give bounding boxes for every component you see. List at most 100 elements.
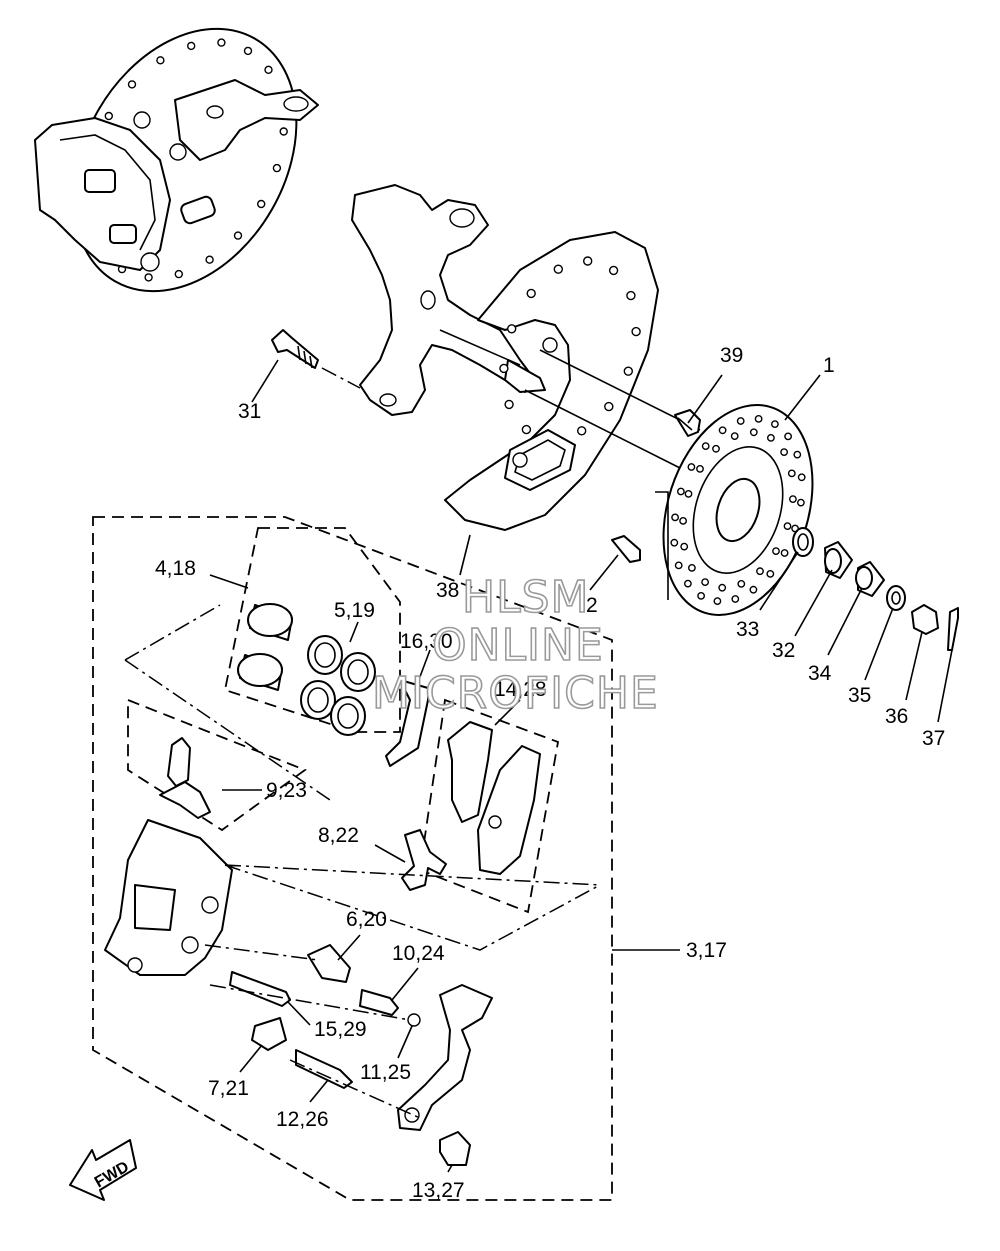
disc-hole <box>771 420 779 428</box>
disc-hole <box>789 495 797 503</box>
disc-hole <box>784 432 792 441</box>
seals <box>300 635 376 736</box>
caliper-assembly-boundary <box>92 516 613 1201</box>
caliper-body <box>104 819 233 976</box>
hub-parts <box>792 527 959 651</box>
disc-hole <box>577 426 587 436</box>
assembled-view <box>34 27 319 293</box>
disc-hole <box>680 542 689 551</box>
disc-hole <box>697 592 705 600</box>
steering-knuckle <box>351 184 546 416</box>
disc-hole <box>205 255 214 264</box>
disc-hole <box>793 450 802 459</box>
disc-hole <box>243 46 253 56</box>
callout-7-21: 7,21 <box>208 1077 249 1100</box>
bolt-39 <box>674 409 701 437</box>
slide-pins <box>229 944 421 1089</box>
disc-hole <box>688 564 696 572</box>
disc-hole <box>749 585 758 594</box>
bolt-2 <box>611 535 641 563</box>
disc-hole <box>780 448 788 456</box>
disc-hole <box>756 567 764 576</box>
assembled-knuckle <box>174 79 319 161</box>
callout-2: 2 <box>586 594 598 617</box>
disc-hole <box>679 517 687 525</box>
disc-hole <box>731 595 740 603</box>
callout-4-18: 4,18 <box>155 557 196 580</box>
disc-hole <box>696 464 704 473</box>
disc-hole <box>186 41 196 51</box>
pad-spring <box>385 679 429 767</box>
disc-guard <box>444 231 659 531</box>
disc-hole <box>674 561 683 570</box>
disc-hole <box>737 580 746 588</box>
callout-3-17: 3,17 <box>686 939 727 962</box>
callout-37: 37 <box>922 727 945 750</box>
bleeder-screw <box>159 737 211 819</box>
disc-hole <box>701 578 709 586</box>
callout-32: 32 <box>772 639 795 662</box>
disc-hole <box>670 538 679 547</box>
disc-hole <box>526 288 536 299</box>
leader-lines <box>209 359 953 1173</box>
watermark-line-1: HLSM <box>462 572 590 623</box>
disc-hole <box>499 363 509 374</box>
disc-hole <box>730 432 739 440</box>
disc-hole <box>712 444 720 453</box>
disc-hole <box>507 324 517 334</box>
disc-hole <box>754 414 763 423</box>
callout-36: 36 <box>885 705 908 728</box>
watermark-line-2: ONLINE <box>432 620 604 671</box>
callout-1: 1 <box>823 354 835 377</box>
disc-hole <box>583 256 593 266</box>
disc-hole <box>671 513 679 522</box>
callout-15-29: 15,29 <box>314 1018 367 1041</box>
disc-hole <box>713 597 722 605</box>
watermark-line-3: MICROFICHE <box>372 668 659 719</box>
callout-16-30: 16,30 <box>400 630 453 653</box>
callout-14-28: 14,28 <box>494 678 547 701</box>
disc-hole <box>687 463 696 471</box>
disc-hole <box>608 265 619 276</box>
disc-hole <box>156 56 165 65</box>
callout-5-19: 5,19 <box>334 599 375 622</box>
disc-hole <box>623 366 633 376</box>
disc-hole <box>783 522 792 530</box>
callout-34: 34 <box>808 662 832 685</box>
callout-13-27: 13,27 <box>412 1179 465 1202</box>
callout-35: 35 <box>848 684 871 707</box>
disc-hole <box>749 428 758 437</box>
callout-31: 31 <box>238 400 261 423</box>
callout-6-20: 6,20 <box>346 908 387 931</box>
callout-38: 38 <box>436 579 459 602</box>
disc-hole <box>718 426 727 435</box>
callout-11-25: 11,25 <box>360 1061 411 1084</box>
disc-hole <box>736 417 745 425</box>
pad-support <box>401 829 447 891</box>
caliper-bracket <box>397 984 493 1131</box>
disc-hole <box>553 264 563 274</box>
disc-hole <box>604 401 614 412</box>
disc-hole <box>684 579 692 588</box>
brake-pads <box>447 721 541 875</box>
callout-labels: 1 2 31 39 38 33 32 34 35 36 37 4,18 5,19… <box>155 344 945 1202</box>
callout-10-24: 10,24 <box>392 942 445 965</box>
disc-hole <box>787 469 796 478</box>
disc-hole <box>521 424 532 435</box>
disc-hole <box>797 498 805 507</box>
disc-hole <box>631 326 641 337</box>
callout-12-26: 12,26 <box>276 1108 329 1131</box>
disc-hole <box>264 65 273 75</box>
disc-hole <box>797 473 806 482</box>
disc-hole <box>504 399 514 410</box>
callout-33: 33 <box>736 618 759 641</box>
disc-hole <box>174 269 184 279</box>
disc-hole <box>233 231 243 240</box>
bolt-31 <box>271 329 319 369</box>
disc-hole <box>766 570 775 578</box>
fwd-arrow: FWD <box>69 1139 137 1201</box>
callout-39: 39 <box>720 344 743 367</box>
disc-hole <box>626 290 636 301</box>
watermark: HLSM ONLINE MICROFICHE <box>371 571 659 720</box>
